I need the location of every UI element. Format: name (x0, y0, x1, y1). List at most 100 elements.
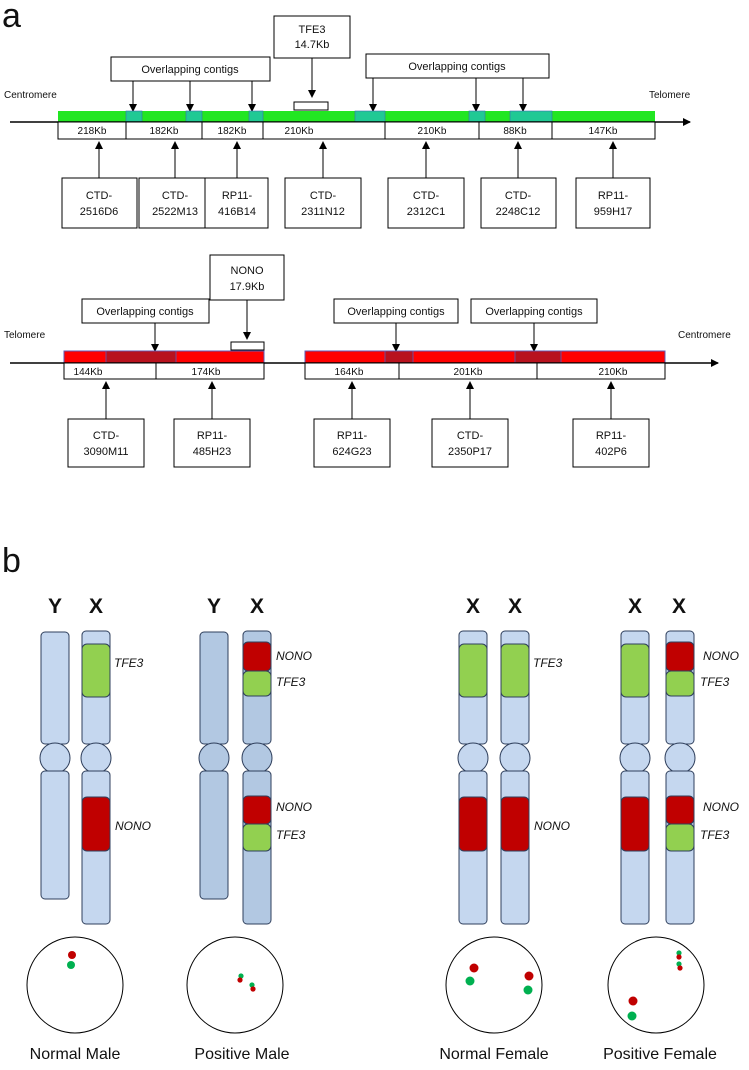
red-signal (524, 971, 534, 981)
tfe3-locus (620, 643, 650, 698)
tfe3-locus (81, 643, 111, 698)
nono-locus (665, 641, 695, 672)
nono-contig-bar-right (304, 350, 666, 364)
green-signal (67, 961, 75, 969)
clone-id: 2350P17 (448, 446, 492, 458)
contig-size: 144Kb (74, 367, 103, 378)
red-signal (68, 951, 76, 959)
overlap-region (125, 110, 143, 123)
green-signal (238, 973, 244, 979)
clone-box (173, 418, 251, 468)
chromosome-x-label: X (628, 595, 642, 618)
tfe3-gene-label: TFE3 (114, 656, 144, 670)
chromosome-y (40, 631, 70, 745)
clone-id: 2522M13 (152, 206, 198, 218)
panel-a-label: a (2, 0, 21, 35)
centromere (499, 742, 531, 774)
green-signal (249, 982, 255, 988)
nono-gene-label: NONO (534, 819, 570, 833)
tfe3-locus (458, 643, 488, 698)
interphase-nucleus (607, 936, 705, 1034)
green-signal (523, 985, 533, 995)
tfe3-contig-map: Centromere Telomere TFE3 14.7Kb Overlapp… (4, 15, 691, 229)
chromosome-y-long-arm (40, 770, 70, 900)
centromere (619, 742, 651, 774)
chromosome-y-label: Y (48, 595, 62, 618)
chromosome-x-label: X (466, 595, 480, 618)
panel-b-label: b (2, 542, 21, 580)
overlap-box-bottom-2 (333, 298, 459, 324)
overlap-region (384, 350, 414, 364)
clone-id: 3090M11 (83, 446, 128, 458)
nono-gene-size: 17.9Kb (230, 281, 265, 293)
clone-prefix: RP11- (598, 190, 629, 202)
contig-size: 88Kb (503, 126, 527, 137)
red-signal (628, 996, 638, 1006)
overlap-region (468, 110, 486, 123)
caption-positive-male: Positive Male (194, 1046, 289, 1063)
contig-size: 182Kb (218, 126, 247, 137)
red-signal (677, 965, 683, 971)
nono-locus (500, 796, 530, 852)
positive-male-karyotype: Y X NONO TFE3 NONO TFE3 Positive Male (186, 595, 312, 1063)
clone-id: 485H23 (193, 446, 232, 458)
clone-id: 2311N12 (301, 206, 345, 218)
tfe3-locus (242, 823, 272, 852)
normal-male-karyotype: Y X TFE3 NONO Normal Male (26, 595, 151, 1063)
clone-prefix: CTD- (162, 190, 189, 202)
tfe3-gene-label: TFE3 (533, 656, 563, 670)
overlap-label-top-1: Overlapping contigs (141, 64, 239, 76)
tfe3-gene-box (273, 15, 351, 59)
centromere (664, 742, 696, 774)
chromosome-x-label: X (89, 595, 103, 618)
overlap-region (105, 350, 177, 364)
nono-locus (242, 641, 272, 672)
caption-normal-male: Normal Male (30, 1046, 121, 1063)
overlap-box-top-2 (365, 53, 550, 79)
tfe3-gene-label: TFE3 (276, 828, 306, 842)
overlap-region (354, 110, 386, 123)
centromere-label: Centromere (678, 330, 731, 341)
red-signal (237, 977, 243, 983)
contig-size: 210Kb (418, 126, 447, 137)
tfe3-gene-label: TFE3 (700, 675, 730, 689)
clone-prefix: CTD- (310, 190, 337, 202)
contig-size: 210Kb (285, 126, 314, 137)
overlap-region (248, 110, 264, 123)
nono-gene-label: NONO (276, 800, 312, 814)
clone-box (61, 177, 138, 229)
centromere-label: Centromere (4, 90, 57, 101)
nono-contig-map: Telomere Centromere NONO 17.9Kb Overlapp… (4, 254, 731, 468)
clone-prefix: CTD- (93, 430, 120, 442)
clone-id: 402P6 (595, 446, 627, 458)
green-signal (676, 950, 682, 956)
centromere (80, 742, 112, 774)
chromosome-y-label: Y (207, 595, 221, 618)
green-signal (627, 1011, 637, 1021)
red-signal (250, 986, 256, 992)
positive-female-karyotype: X X NONO TFE3 NONO TFE3 Positive Female (603, 595, 739, 1063)
clone-id: 416B14 (218, 206, 256, 218)
chromosome-x-label: X (250, 595, 264, 618)
overlap-label-bottom-2: Overlapping contigs (347, 306, 445, 318)
chromosome-y-long-arm (199, 770, 229, 900)
clone-prefix: CTD- (457, 430, 484, 442)
contig-size: 201Kb (454, 367, 483, 378)
contig-size: 147Kb (589, 126, 618, 137)
tfe3-locus (500, 643, 530, 698)
contig-size: 174Kb (192, 367, 221, 378)
contig-size: 164Kb (335, 367, 364, 378)
centromere (241, 742, 273, 774)
overlap-box-bottom-1 (81, 298, 210, 324)
chromosome-x-label: X (672, 595, 686, 618)
clone-box (67, 418, 145, 468)
overlap-box-bottom-3 (470, 298, 598, 324)
nono-locus (242, 795, 272, 825)
size-row-bottom-right (304, 362, 666, 380)
clone-prefix: RP11- (197, 430, 228, 442)
overlap-label-bottom-1: Overlapping contigs (96, 306, 194, 318)
red-signal (469, 963, 479, 973)
tfe3-gene-position (293, 101, 329, 111)
clone-box (575, 177, 651, 229)
red-signal (676, 954, 682, 960)
